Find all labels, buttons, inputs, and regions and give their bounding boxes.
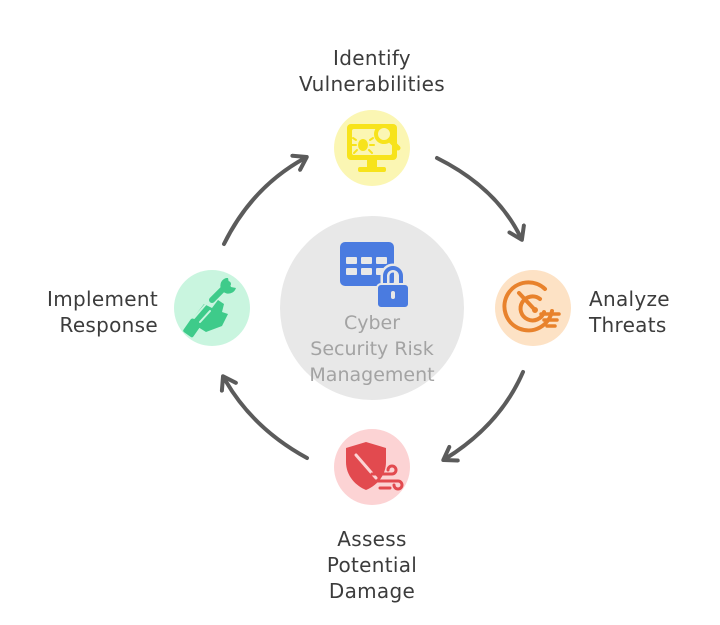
radar-scan-icon [502, 280, 561, 333]
arrow-analyze-to-assess [441, 370, 525, 463]
monitor-bug-search-icon [347, 124, 401, 172]
assess-potential-damage-label: Assess Potential Damage [292, 526, 452, 604]
assess-label-line-2: Potential [326, 553, 418, 577]
hand-wrench-icon [183, 278, 236, 338]
center-title-line-1: Cyber [343, 312, 401, 334]
analyze-threats-node [495, 270, 571, 346]
center-title: Cyber Security Risk Management [282, 310, 462, 388]
assess-label-line-3: Damage [328, 579, 416, 603]
assess-label-line-1: Assess [337, 527, 407, 551]
identify-vulnerabilities-node [334, 110, 410, 186]
implement-label-line-1: Implement [47, 287, 158, 311]
implement-response-label: Implement Response [20, 286, 158, 338]
analyze-threats-label: Analyze Threats [589, 286, 709, 338]
arrow-identify-to-analyze [435, 156, 526, 242]
center-title-line-3: Management [309, 364, 435, 386]
implement-label-line-2: Response [59, 313, 158, 337]
arrow-implement-to-identify [222, 153, 309, 246]
arrow-assess-to-implement [219, 374, 309, 460]
identify-label-line-1: Identify [333, 46, 411, 70]
spreadsheet-lock-icon [340, 242, 410, 309]
implement-response-node [174, 270, 250, 346]
center-circle [280, 216, 464, 400]
identify-vulnerabilities-label: Identify Vulnerabilities [272, 45, 472, 97]
identify-label-line-2: Vulnerabilities [298, 72, 445, 96]
shield-wind-icon [346, 442, 404, 491]
analyze-label-line-2: Threats [589, 313, 667, 337]
center-title-line-2: Security Risk [310, 338, 434, 360]
assess-potential-damage-node [334, 429, 410, 505]
analyze-label-line-1: Analyze [589, 287, 670, 311]
